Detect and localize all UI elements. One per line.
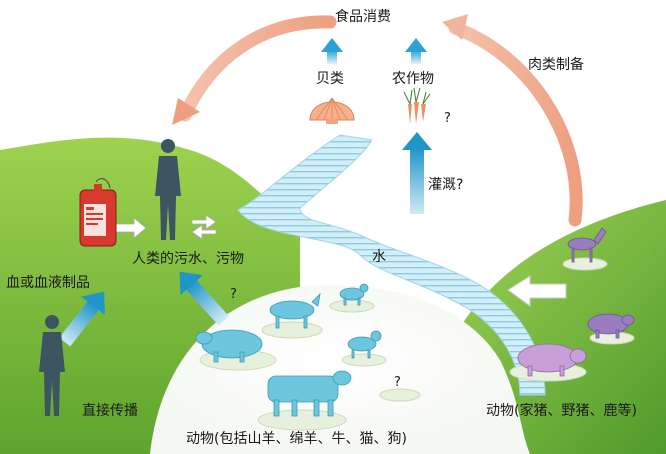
wild-animals (509, 227, 635, 382)
blood-bag-icon (79, 178, 117, 247)
label-water: 水 (372, 249, 386, 265)
arrow-food-to-human-head (172, 98, 200, 125)
arrow-animals-to-waste (179, 271, 229, 326)
label-food-consumption: 食品消费 (335, 9, 391, 25)
river (237, 134, 546, 396)
label-irrigation: 灌溉? (428, 177, 464, 193)
crops-icon (403, 87, 431, 124)
arrow-exchange (191, 214, 217, 240)
human-bottom (39, 315, 65, 416)
cat-icon-top (339, 283, 369, 306)
arrow-irrigation (402, 132, 432, 214)
arrow-shellfish-up (321, 38, 343, 64)
arrow-direct-transmission (59, 291, 105, 347)
arrow-blood-to-human (115, 217, 147, 239)
question-crops: ? (444, 111, 451, 126)
shellfish-icon (309, 97, 355, 124)
arrow-meat-to-food-head (442, 14, 468, 40)
human-top (155, 139, 181, 240)
domestic-animals (195, 283, 421, 431)
arrow-wild-to-water (507, 275, 567, 307)
cat-icon-bottom (347, 330, 382, 359)
label-direct-transmission: 直接传播 (82, 403, 138, 419)
sheep-icon (195, 329, 263, 363)
valley (150, 284, 530, 454)
cow-icon (267, 370, 352, 417)
deer-icon (567, 227, 607, 263)
goat-icon (269, 292, 321, 329)
label-human-waste: 人类的污水、污物 (132, 251, 244, 267)
question-animals-waste: ? (230, 287, 237, 302)
label-domestic-animals: 动物(包括山羊、绵羊、牛、猫、狗) (186, 431, 407, 447)
label-shellfish: 贝类 (316, 71, 344, 87)
arrow-food-to-human (178, 15, 337, 122)
boar-icon (587, 313, 635, 339)
arrow-meat-to-food (448, 21, 583, 227)
label-crops: 农作物 (392, 71, 434, 87)
label-blood-products: 血或血液制品 (6, 275, 90, 291)
pig-icon (517, 343, 587, 377)
label-wild-animals: 动物(家猪、野猪、鹿等) (486, 403, 637, 419)
label-meat-preparation: 肉类制备 (528, 57, 584, 73)
arrow-crops-up (405, 38, 427, 64)
question-unknown-animal: ? (394, 375, 401, 390)
